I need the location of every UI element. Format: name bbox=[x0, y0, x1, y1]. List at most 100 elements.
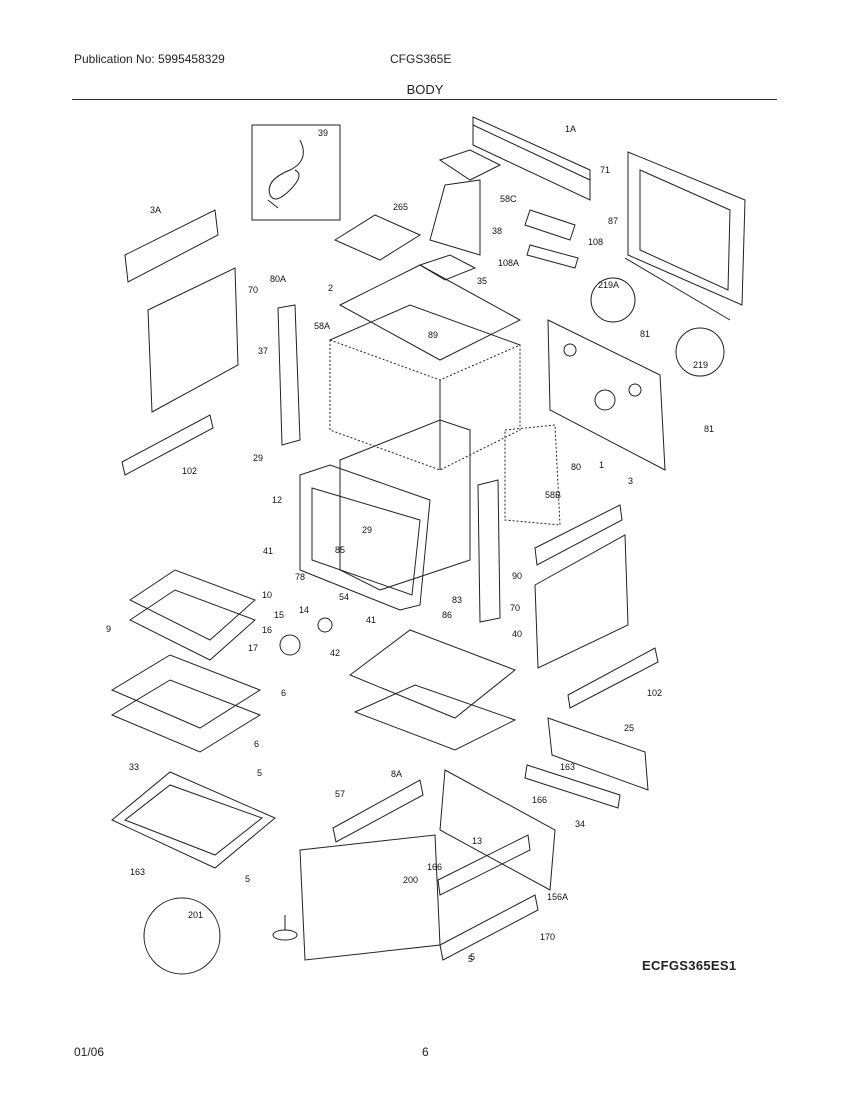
flue-assembly bbox=[429, 149, 502, 256]
page-number: 6 bbox=[422, 1045, 429, 1059]
callout-34: 34 bbox=[575, 819, 585, 829]
kickplate-156a bbox=[439, 894, 539, 961]
callout-90: 90 bbox=[512, 571, 522, 581]
callout-71: 71 bbox=[600, 165, 610, 175]
callout-1: 1 bbox=[599, 460, 604, 470]
callout-29: 29 bbox=[362, 525, 372, 535]
callout-102: 102 bbox=[182, 466, 197, 476]
bracket-3a bbox=[124, 209, 219, 283]
callout-81: 81 bbox=[640, 329, 650, 339]
side-panel-right bbox=[534, 534, 629, 669]
callout-39: 39 bbox=[318, 128, 328, 138]
drawer-bottom bbox=[111, 771, 276, 869]
leveling-leg bbox=[272, 915, 298, 941]
callout-70: 70 bbox=[510, 603, 520, 613]
oven-racks bbox=[110, 654, 262, 753]
callout-8a: 8A bbox=[391, 769, 402, 779]
callout-14: 14 bbox=[299, 605, 309, 615]
callout-2: 2 bbox=[328, 283, 333, 293]
callout-41: 41 bbox=[366, 615, 376, 625]
footer-date: 01/06 bbox=[74, 1045, 105, 1059]
callout-9: 9 bbox=[106, 624, 111, 634]
drawer-side-33 bbox=[547, 717, 649, 791]
callout-29: 29 bbox=[253, 453, 263, 463]
callout-33: 33 bbox=[129, 762, 139, 772]
lamp-cover bbox=[317, 617, 333, 633]
callout-40: 40 bbox=[512, 629, 522, 639]
header-rule bbox=[72, 99, 777, 100]
callout-3a: 3A bbox=[150, 205, 161, 215]
callout-5: 5 bbox=[245, 874, 250, 884]
callout-265: 265 bbox=[393, 202, 408, 212]
burner-tray bbox=[348, 629, 516, 719]
base-side-201 bbox=[439, 769, 556, 891]
callout-16: 16 bbox=[262, 625, 272, 635]
broiler-pan bbox=[129, 569, 256, 661]
rail-166-right bbox=[437, 834, 531, 896]
callout-102: 102 bbox=[647, 688, 662, 698]
callout-15: 15 bbox=[274, 610, 284, 620]
callout-5: 5 bbox=[470, 952, 475, 962]
callout-13: 13 bbox=[472, 836, 482, 846]
trim-3 bbox=[534, 504, 623, 566]
callout-87: 87 bbox=[608, 216, 618, 226]
diagram-reference: ECFGS365ES1 bbox=[642, 958, 737, 973]
callout-108a: 108A bbox=[498, 258, 519, 268]
rail-108 bbox=[524, 209, 576, 241]
callout-41: 41 bbox=[263, 546, 273, 556]
control-panel bbox=[547, 319, 666, 471]
callout-166: 166 bbox=[427, 862, 442, 872]
power-cord-inset bbox=[251, 124, 341, 221]
brace-80a bbox=[277, 304, 301, 446]
callout-70: 70 bbox=[248, 285, 258, 295]
door-frame bbox=[299, 464, 431, 611]
callout-163: 163 bbox=[560, 762, 575, 772]
callout-6: 6 bbox=[254, 739, 259, 749]
callout-25: 25 bbox=[624, 723, 634, 733]
strip-90 bbox=[477, 479, 501, 623]
section-title: BODY bbox=[406, 82, 444, 97]
detail-circle-219a bbox=[590, 277, 636, 323]
callout-5: 5 bbox=[468, 954, 473, 964]
callout-37: 37 bbox=[258, 346, 268, 356]
callout-12: 12 bbox=[272, 495, 282, 505]
foot-detail-170 bbox=[143, 897, 221, 975]
tray-25 bbox=[353, 684, 517, 751]
callout-6: 6 bbox=[281, 688, 286, 698]
callout-83: 83 bbox=[452, 595, 462, 605]
callout-58b: 58B bbox=[545, 490, 561, 500]
model-number: CFGS365E bbox=[390, 52, 452, 66]
callout-156a: 156A bbox=[0, 0, 21, 2]
detail-circle-219 bbox=[675, 327, 725, 377]
callout-85: 85 bbox=[335, 545, 345, 555]
callout-166: 166 bbox=[532, 795, 547, 805]
bracket-57 bbox=[524, 764, 621, 809]
insulation-58b bbox=[504, 424, 561, 526]
callout-54: 54 bbox=[339, 592, 349, 602]
callout-5: 5 bbox=[257, 768, 262, 778]
callout-42: 42 bbox=[330, 648, 340, 658]
callout-156a: 156A bbox=[547, 892, 568, 902]
callout-81: 81 bbox=[704, 424, 714, 434]
callout-57: 57 bbox=[335, 789, 345, 799]
base-frame bbox=[299, 834, 441, 961]
callout-80: 80 bbox=[571, 462, 581, 472]
side-panel-left bbox=[147, 267, 239, 413]
callout-201: 201 bbox=[188, 910, 203, 920]
back-rail bbox=[472, 116, 591, 201]
lamp-socket bbox=[279, 634, 301, 656]
rail-166-left bbox=[332, 779, 424, 843]
callout-108: 108 bbox=[588, 237, 603, 247]
callout-78: 78 bbox=[295, 572, 305, 582]
callout-38: 38 bbox=[492, 226, 502, 236]
callout-3: 3 bbox=[628, 476, 633, 486]
top-panel bbox=[338, 264, 522, 361]
trim-102-right bbox=[567, 647, 659, 709]
back-panel bbox=[624, 151, 746, 321]
callout-35: 35 bbox=[477, 276, 487, 286]
callout-200: 200 bbox=[403, 875, 418, 885]
callout-163: 163 bbox=[130, 867, 145, 877]
callout-17: 17 bbox=[248, 643, 258, 653]
callout-89: 89 bbox=[428, 330, 438, 340]
